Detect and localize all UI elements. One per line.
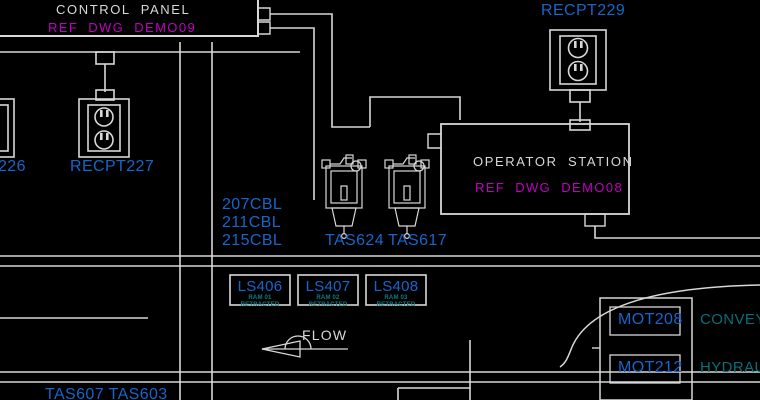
ls408-box [365,274,427,306]
flow-arrow [261,335,348,358]
ls408-note-line1: RAM 03 [384,295,408,301]
recpt229-symbol [549,29,607,91]
ls406-labels: LS406 RAM 01 RETRACTED [230,278,290,309]
ls407-tag: LS407 [305,278,351,295]
ls407-box [297,274,359,306]
ls408-labels: LS408 RAM 03 RETRACTED [366,278,426,309]
lower-bracket [397,387,470,400]
conduit-run-upper [270,13,370,200]
ls407-note-line1: RAM 02 [316,295,340,301]
tas624-symbol [321,154,367,240]
ls407-labels: LS407 RAM 02 RETRACTED [298,278,358,309]
operator-station-outline [427,123,760,239]
motor-enclosure [592,297,693,400]
conveyor-curve [559,284,760,368]
tas617-symbol [384,154,430,240]
ls406-note-line2: RETRACTED [240,302,280,308]
ls407-note-line2: RETRACTED [308,302,348,308]
ls406-box [229,274,291,306]
ls406-tag: LS406 [237,278,283,295]
recpt226-symbol-clipped [0,98,15,158]
conduit-step-operator [369,96,461,127]
ls406-note-line1: RAM 01 [248,295,272,301]
ls408-note-line2: RETRACTED [376,302,416,308]
drop-recpt227 [95,51,115,101]
recpt227-symbol [78,98,130,158]
ls408-tag: LS408 [373,278,419,295]
